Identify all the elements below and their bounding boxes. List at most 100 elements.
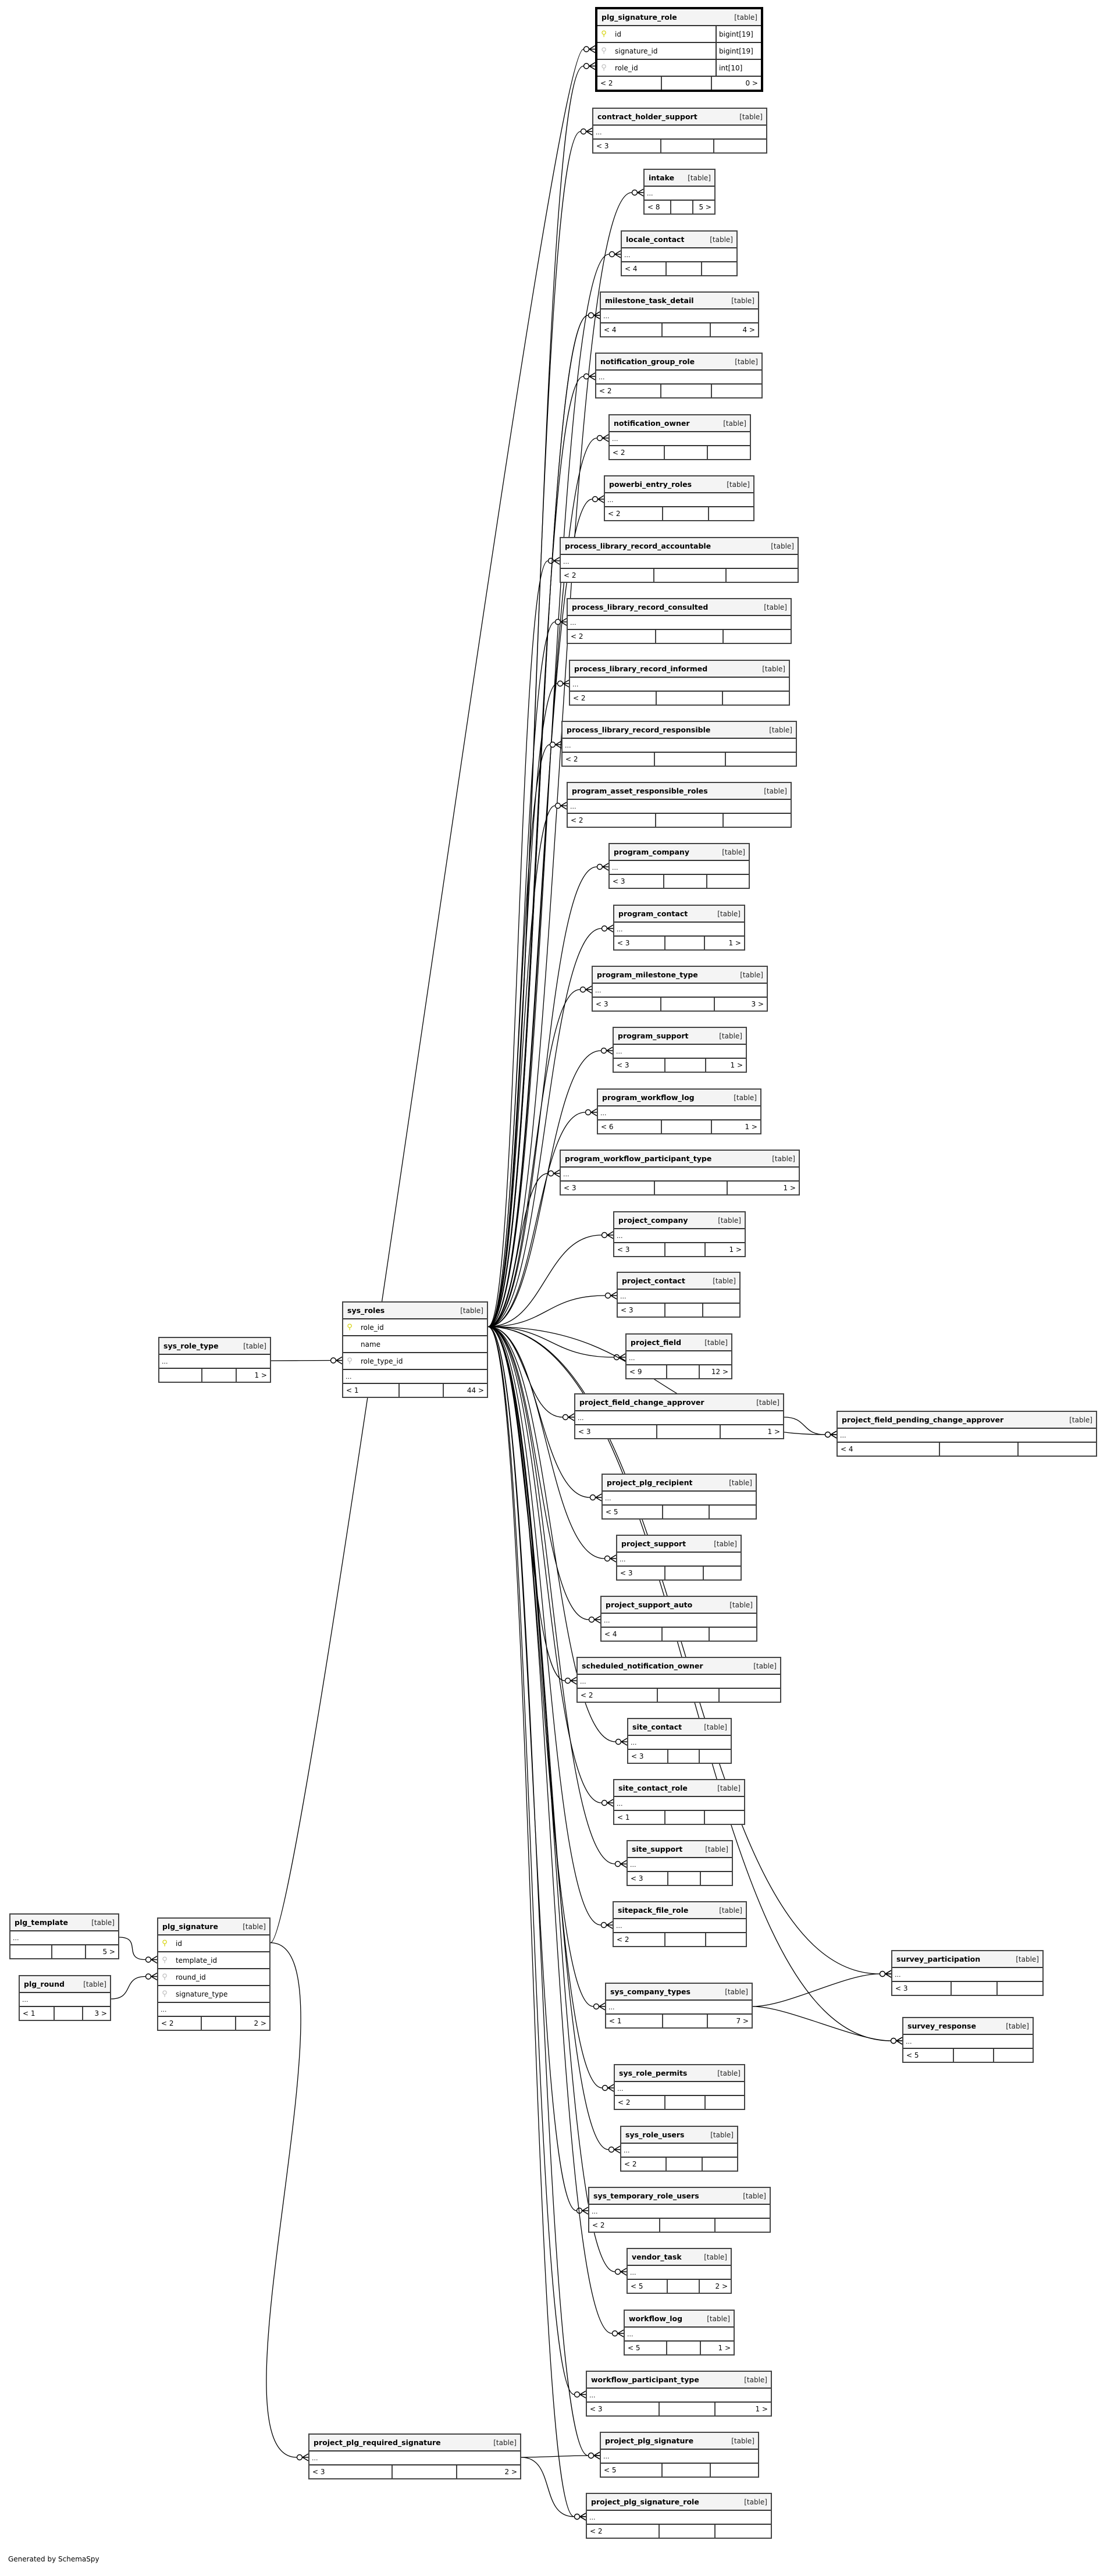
parent-count[interactable]: [10, 1945, 53, 1958]
child-count[interactable]: [703, 1304, 740, 1317]
parent-count[interactable]: < 2: [597, 77, 662, 90]
column-row[interactable]: ⚲signature_type: [158, 1986, 269, 2003]
table-plg-template[interactable]: plg_template[table]...5 >: [9, 1913, 119, 1959]
parent-count[interactable]: < 3: [614, 1243, 665, 1256]
child-count[interactable]: [724, 814, 791, 827]
table-header[interactable]: site_support[table]: [628, 1841, 732, 1858]
parent-count[interactable]: < 3: [593, 998, 661, 1011]
table-name[interactable]: sys_company_types: [610, 1987, 690, 1996]
parent-count[interactable]: < 2: [596, 385, 661, 397]
child-count[interactable]: [701, 1872, 732, 1885]
child-count[interactable]: [716, 2525, 771, 2538]
table-name[interactable]: intake: [649, 173, 675, 182]
table-sys-role-permits[interactable]: sys_role_permits[table]...< 2: [614, 2064, 745, 2110]
table-header[interactable]: project_plg_required_signature[table]: [309, 2435, 520, 2452]
table-name[interactable]: site_contact_role: [618, 1784, 688, 1792]
table-scheduled-notification-owner[interactable]: scheduled_notification_owner[table]...< …: [576, 1657, 781, 1703]
table-header[interactable]: vendor_task[table]: [628, 2249, 731, 2266]
child-count[interactable]: [1019, 1443, 1096, 1456]
table-name[interactable]: program_asset_responsible_roles: [572, 787, 708, 795]
parent-count[interactable]: < 2: [158, 2017, 202, 2030]
table-name[interactable]: plg_template: [15, 1918, 69, 1927]
parent-count[interactable]: < 2: [568, 814, 656, 827]
table-name[interactable]: project_support_auto: [606, 1600, 693, 1609]
table-header[interactable]: program_workflow_participant_type[table]: [561, 1151, 799, 1168]
table-header[interactable]: project_plg_recipient[table]: [603, 1475, 756, 1492]
child-count[interactable]: [708, 446, 750, 459]
table-name[interactable]: contract_holder_support: [597, 112, 697, 121]
parent-count[interactable]: < 4: [601, 1628, 663, 1641]
table-program-asset-responsible-roles[interactable]: program_asset_responsible_roles[table]..…: [567, 782, 792, 828]
parent-count[interactable]: < 3: [610, 875, 664, 888]
table-project-contact[interactable]: project_contact[table]...< 3: [617, 1272, 741, 1318]
child-count[interactable]: 1 >: [767, 1428, 781, 1436]
table-header[interactable]: project_plg_signature[table]: [601, 2433, 758, 2450]
parent-count[interactable]: < 3: [309, 2465, 393, 2478]
table-notification-group-role[interactable]: notification_group_role[table]...< 2: [595, 353, 763, 399]
child-count[interactable]: 3 >: [94, 2009, 107, 2018]
parent-count[interactable]: < 3: [628, 1750, 668, 1763]
table-name[interactable]: milestone_task_detail: [605, 296, 694, 305]
table-header[interactable]: workflow_log[table]: [625, 2311, 734, 2328]
parent-count[interactable]: < 4: [838, 1443, 940, 1456]
parent-count[interactable]: < 5: [601, 2464, 663, 2477]
table-name[interactable]: sys_role_type: [163, 1342, 219, 1350]
table-header[interactable]: program_asset_responsible_roles[table]: [568, 783, 791, 800]
table-name[interactable]: project_plg_required_signature: [314, 2438, 441, 2447]
table-header[interactable]: process_library_record_informed[table]: [570, 661, 789, 678]
child-count[interactable]: [711, 2464, 758, 2477]
table-name[interactable]: program_milestone_type: [597, 970, 698, 979]
parent-count[interactable]: < 3: [593, 140, 662, 152]
table-process-library-record-responsible[interactable]: process_library_record_responsible[table…: [561, 721, 797, 767]
child-count[interactable]: 1 >: [729, 1246, 742, 1254]
table-survey-participation[interactable]: survey_participation[table]...< 3: [891, 1950, 1044, 1996]
child-count[interactable]: 2 >: [254, 2019, 266, 2027]
child-count[interactable]: 0 >: [745, 79, 758, 87]
child-count[interactable]: [706, 1933, 746, 1946]
table-header[interactable]: program_company[table]: [610, 844, 749, 861]
table-sys-role-users[interactable]: sys_role_users[table]...< 2: [620, 2126, 738, 2172]
table-name[interactable]: project_field: [631, 1338, 682, 1347]
child-count[interactable]: 2 >: [504, 2468, 518, 2476]
table-header[interactable]: notification_group_role[table]: [596, 354, 761, 371]
table-name[interactable]: project_company: [618, 1216, 688, 1225]
table-name[interactable]: notification_group_role: [600, 357, 695, 366]
parent-count[interactable]: < 1: [20, 2007, 55, 2020]
parent-count[interactable]: < 8: [645, 201, 672, 214]
table-plg-signature[interactable]: plg_signature[table]⚲id⚲template_id⚲roun…: [157, 1917, 270, 2031]
parent-count[interactable]: < 2: [621, 2158, 667, 2171]
child-count[interactable]: 1 >: [728, 939, 741, 947]
child-count[interactable]: 1 >: [755, 2405, 768, 2413]
child-count[interactable]: [703, 2158, 738, 2171]
child-count[interactable]: [710, 1506, 756, 1518]
table-header[interactable]: scheduled_notification_owner[table]: [578, 1658, 780, 1675]
table-project-field-change-approver[interactable]: project_field_change_approver[table]...<…: [574, 1393, 784, 1439]
table-project-plg-recipient[interactable]: project_plg_recipient[table]...< 5: [601, 1474, 757, 1520]
table-header[interactable]: project_field_pending_change_approver[ta…: [838, 1412, 1096, 1429]
table-contract-holder-support[interactable]: contract_holder_support[table]...< 3: [592, 108, 767, 154]
child-count[interactable]: 12 >: [711, 1368, 728, 1376]
child-count[interactable]: [700, 1750, 731, 1763]
table-name[interactable]: program_workflow_participant_type: [565, 1154, 712, 1163]
child-count[interactable]: [726, 753, 796, 766]
table-name[interactable]: program_support: [618, 1031, 689, 1040]
table-name[interactable]: project_plg_signature_role: [591, 2497, 699, 2506]
table-header[interactable]: milestone_task_detail[table]: [601, 293, 758, 309]
parent-count[interactable]: < 1: [606, 2015, 664, 2027]
child-count[interactable]: [702, 262, 736, 275]
child-count[interactable]: 5 >: [102, 1948, 115, 1956]
parent-count[interactable]: < 2: [587, 2525, 660, 2538]
table-name[interactable]: workflow_participant_type: [591, 2375, 699, 2384]
table-name[interactable]: site_contact: [632, 1723, 682, 1731]
child-count[interactable]: [714, 140, 766, 152]
table-process-library-record-accountable[interactable]: process_library_record_accountable[table…: [560, 537, 799, 583]
